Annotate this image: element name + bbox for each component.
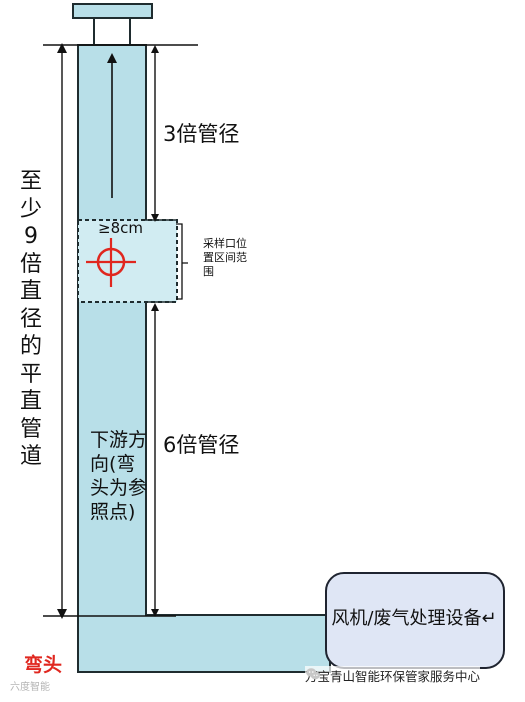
elbow-label: 弯头 <box>24 654 63 676</box>
lower-distance-label: 6倍管径 <box>163 433 240 457</box>
vertical-requirement-label: 至少9倍直径的平直管道 <box>19 169 42 469</box>
sampling-zone-bracket <box>176 223 188 300</box>
device-label-suffix: ↵ <box>481 608 497 629</box>
upper-distance-label: 3倍管径 <box>163 122 240 146</box>
watermark-right-text: 万宝青山智能环保管家服务中心 <box>305 668 481 684</box>
sampling-zone-label: 采样口位置区间范围 <box>203 237 247 278</box>
sample-size-label: ≥8cm <box>98 219 143 237</box>
watermark-left: 六度智能 <box>10 682 50 693</box>
device-label: 风机/废气处理设备↵ <box>326 606 502 632</box>
watermark-right: 万宝青山智能环保管家服务中心 <box>305 666 481 684</box>
device-label-text: 风机/废气处理设备 <box>331 608 482 629</box>
wechat-icon <box>306 668 320 680</box>
pipe-top-cap <box>72 3 153 19</box>
sampling-port-icon <box>86 238 136 287</box>
pipe-top-neck <box>93 17 131 46</box>
downstream-label: 下游方向(弯头为参照点) <box>90 429 148 523</box>
